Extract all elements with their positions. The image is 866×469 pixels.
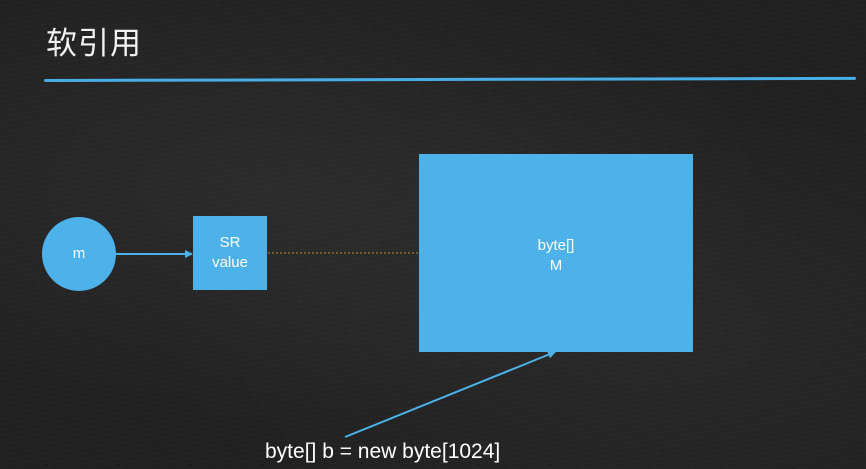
node-byte-array: byte[] M [419, 154, 693, 352]
node-byte-array-line1: byte[] [537, 237, 575, 254]
code-statement: byte[] b = new byte[1024] [265, 440, 501, 463]
node-byte-array-line2: M [549, 257, 563, 274]
node-m-label: m [72, 245, 86, 262]
node-sr-line2: value [212, 254, 248, 271]
node-sr-line1: SR [219, 234, 241, 251]
node-m: m [42, 217, 116, 291]
arrow-code-to-byte-array [344, 350, 556, 438]
node-soft-reference: SR value [193, 216, 267, 290]
slide-title: 软引用 [46, 26, 142, 62]
